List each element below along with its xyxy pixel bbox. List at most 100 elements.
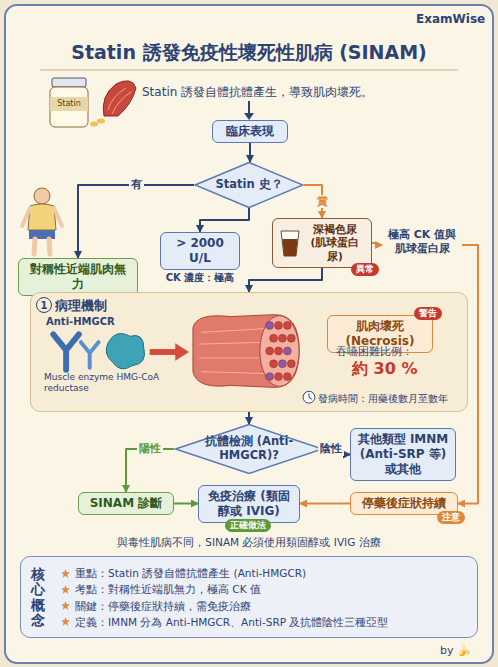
graphic [176,425,323,474]
graphic [279,360,287,368]
title-rule [40,70,458,71]
urine-cup [279,228,301,258]
graphic [283,239,298,256]
part-label: Anti-HMGCR [46,316,115,327]
decision-diamond: Statin 史？ [194,162,304,208]
connector [200,208,249,232]
connector [372,243,382,245]
star-bullet [61,569,70,578]
box-label: SINAM 診斷 [90,496,163,511]
graphic [283,347,291,355]
status-tag: 正確做法 [225,519,271,532]
muscle-fibers [266,322,296,381]
box-caption: CK 濃度：極高 [151,272,249,285]
title: Statin 誘發免疫性壞死性肌病 (SINAM) [10,40,488,66]
bullet-text: 定義：IMNM 分為 Anti-HMGCR、Anti-SRP 及抗體陰性三種亞型 [75,614,388,630]
graphic [266,347,274,355]
box-label: 深褐色尿 (肌球蛋白尿) [305,223,365,262]
weak-patient [22,188,62,254]
bullet-text: 重點：Statin 誘發自體抗體產生 (Anti-HMGCR) [75,565,306,581]
statin-bottle [50,78,105,127]
stat-value: 約 30 % [352,359,417,380]
graphic [275,347,283,355]
vertical-heading: 核心概念 [31,567,45,629]
bullet-list: 重點：Statin 誘發自體抗體產生 (Anti-HMGCR)考點：對稱性近端肌… [61,565,469,630]
process-box: 對稱性近端肌肉無力 [18,258,138,296]
signature: by 🍌 [440,644,471,657]
edge-label: 陽性 [137,442,163,455]
bullet-row: 重點：Statin 誘發自體抗體產生 (Anti-HMGCR) [61,565,469,581]
graphic [279,334,287,342]
footnote: 與毒性肌病不同，SINAM 必須使用類固醇或 IVIG 治療 [100,536,398,550]
bullet-row: 關鍵：停藥後症狀持續，需免疫治療 [61,598,469,614]
graphic [61,569,70,578]
clock-icon [303,391,315,403]
graphic [275,322,283,330]
box-label: 極高 CK 值與 肌球蛋白尿 [382,228,462,257]
stat-label: 吞嚥困難比例： [336,344,413,359]
edge-label: 陰性 [318,442,344,455]
edge-label: 有 [129,178,144,191]
graphic [283,373,291,381]
bullet-text: 考點：對稱性近端肌無力，極高 CK 值 [75,581,261,597]
box-label: 對稱性近端肌肉無力 [25,262,131,292]
graphic [281,231,299,256]
muscle-icon [103,81,136,116]
star-bullet [61,585,70,594]
process-box: > 2000 U/LCK 濃度：極高 [160,232,240,270]
connector [249,268,322,292]
connector [249,143,251,162]
graphic [266,322,274,330]
panel-heading: 病理機制 [55,297,107,315]
onset-note: 發病時間：用藥後數月至數年 [318,392,448,406]
box-label: > 2000 U/L [167,236,233,266]
process-box: 深褐色尿 (肌球蛋白尿)異常 [272,218,372,268]
process-box: SINAM 診斷 [78,492,174,515]
box-label: 停藥後症狀持續 [362,496,446,511]
callout-number: 1 [36,297,52,313]
status-tag: 異常 [351,263,379,276]
graphic [270,360,278,368]
box-label: 臨床表現 [226,124,274,139]
bullet-row: 定義：IMNM 分為 Anti-HMGCR、Anti-SRP 及抗體陰性三種亞型 [61,614,469,630]
graphic [287,360,295,368]
connector [248,412,250,424]
graphic [61,601,70,610]
page-frame [5,5,493,663]
intro-note: Statin 誘發自體抗體產生，導致肌肉壞死。 [142,84,462,101]
watermark: ExamWise [416,12,485,26]
box-label: 肌肉壞死 (Necrosis) [334,319,426,349]
graphic [61,585,70,594]
arrow [244,101,254,120]
status-tag: 警告 [414,307,442,320]
graphic [283,322,291,330]
graphic [309,393,312,399]
connector [300,503,350,505]
summary-panel: 核心概念 重點：Statin 誘發自體抗體產生 (Anti-HMGCR)考點：對稱… [20,556,478,638]
box-label: 其他類型 IMNM (Anti-SRP 等) 或其他 [357,432,449,477]
box-label: 免疫治療 (類固醇或 IVIG) [205,489,293,519]
bottle-label: Statin [50,99,88,108]
diamond-label: 抗體檢測 (Anti-HMGCR)? [203,435,296,463]
graphic [61,617,70,626]
bullet-row: 考點：對稱性近端肌無力，極高 CK 值 [61,581,469,597]
graphic [275,373,283,381]
process-box: 免疫治療 (類固醇或 IVIG)正確做法 [198,485,300,523]
process-box: 停藥後症狀持續注意 [350,492,458,515]
graphic [270,334,278,342]
graphic [303,391,315,403]
process-box: 極高 CK 值與 肌球蛋白尿 [382,228,462,262]
star-bullet [61,617,70,626]
diamond-label: Statin 史？ [215,178,282,192]
star-bullet [61,601,70,610]
process-box: 其他類型 IMNM (Anti-SRP 等) 或其他 [350,428,456,481]
process-box: 臨床表現 [212,120,288,143]
status-tag: 注意 [437,511,465,524]
graphic [195,162,303,207]
edge-label: 賞 [315,195,330,208]
bullet-text: 關鍵：停藥後症狀持續，需免疫治療 [75,598,251,614]
connector [174,503,198,505]
graphic [266,373,274,381]
decision-diamond: 抗體檢測 (Anti-HMGCR)? [174,424,324,474]
part-label: Muscle enzyme HMG-CoA reductase [44,372,172,394]
